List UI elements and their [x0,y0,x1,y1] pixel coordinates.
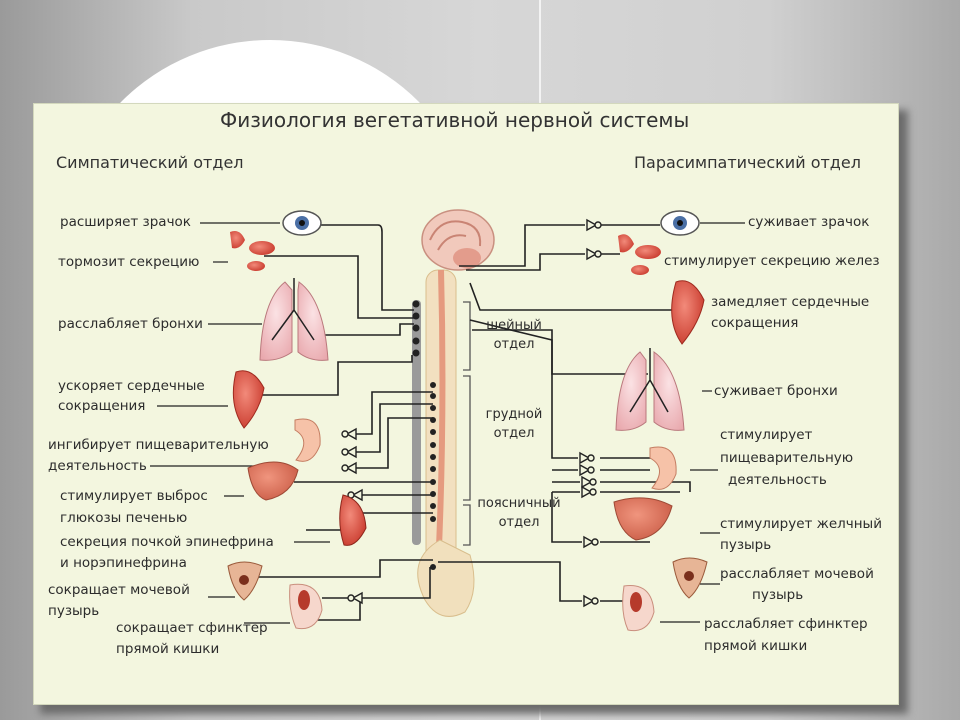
spinal-column [412,269,475,617]
liver-left [247,461,299,501]
symp-label-sphincter-2: прямой кишки [116,641,220,657]
diagram-title: Физиология вегетативной нервной системы [220,108,690,132]
symp-label-glucose-1: стимулирует выброс [60,488,208,504]
heart-left [232,370,265,429]
stomach-right [649,446,677,490]
label-leader-lines [150,222,745,624]
symp-label-bladder-2: пузырь [48,603,100,619]
sympathetic-heading: Симпатический отдел [56,153,244,172]
para-label-heart-1: замедляет сердечные [711,294,870,310]
para-label-digest-3: деятельность [728,472,827,488]
parasympathetic-connections [438,224,691,602]
eye-left [282,210,322,236]
symp-label-bronchi: расслабляет бронхи [58,316,203,332]
brain [421,209,495,271]
symp-label-secretion: тормозит секрецию [58,254,200,270]
spine-lumbar-2: отдел [498,515,540,530]
para-label-bronchi: суживает бронхи [714,383,838,399]
symp-label-sphincter-1: сокращает сфинктер [116,620,268,636]
nervous-system-diagram [150,209,745,632]
para-label-digest-1: стимулирует [720,427,813,443]
liver-right [613,497,673,541]
para-label-heart-2: сокращения [711,315,799,331]
symp-label-kidney-2: и норэпинефрина [60,555,187,571]
lungs-right [615,348,685,431]
spine-cervical-2: отдел [493,337,535,352]
symp-label-digest-1: ингибирует пищеварительную [48,437,269,453]
para-label-glands: стимулирует секрецию желез [664,253,880,269]
para-label-digest-2: пищеварительную [720,450,854,466]
rectum-right [622,585,655,632]
eye-right [660,210,700,236]
stomach-left [294,418,321,462]
symp-label-heart-1: ускоряет сердечные [58,378,205,394]
symp-label-glucose-2: глюкозы печенью [60,510,188,526]
bladder-right [672,557,708,599]
sympathetic-chain-ganglia [412,300,420,357]
kidney-left [339,494,367,546]
lungs-left [259,278,329,361]
symp-label-digest-2: деятельность [48,458,147,474]
para-label-bladder-2: пузырь [752,587,804,603]
para-label-gallbladder-2: пузырь [720,537,772,553]
para-label-pupil: суживает зрачок [748,214,870,230]
rectum-left [289,583,323,630]
para-label-sphincter-2: прямой кишки [704,638,808,654]
symp-label-heart-2: сокращения [58,398,146,414]
para-label-sphincter-1: расслабляет сфинктер [704,616,868,632]
heart-right [671,280,705,345]
spine-lumbar-1: поясничный [477,496,561,511]
glands-left [230,231,275,271]
symp-label-bladder-1: сокращает мочевой [48,582,190,598]
symp-label-pupil: расширяет зрачок [60,214,191,230]
spine-thoracic-1: грудной [485,407,543,422]
ganglion-markers [341,218,602,608]
bladder-left [227,561,263,601]
parasympathetic-heading: Парасимпатический отдел [634,153,861,172]
para-label-gallbladder-1: стимулирует желчный [720,516,882,532]
spine-section-brackets [463,301,471,546]
spine-thoracic-2: отдел [493,426,535,441]
para-label-bladder-1: расслабляет мочевой [720,566,874,582]
glands-right [618,234,661,275]
spine-cervical-1: шейный [486,318,542,333]
symp-label-kidney-1: секреция почкой эпинефрина [60,534,274,550]
